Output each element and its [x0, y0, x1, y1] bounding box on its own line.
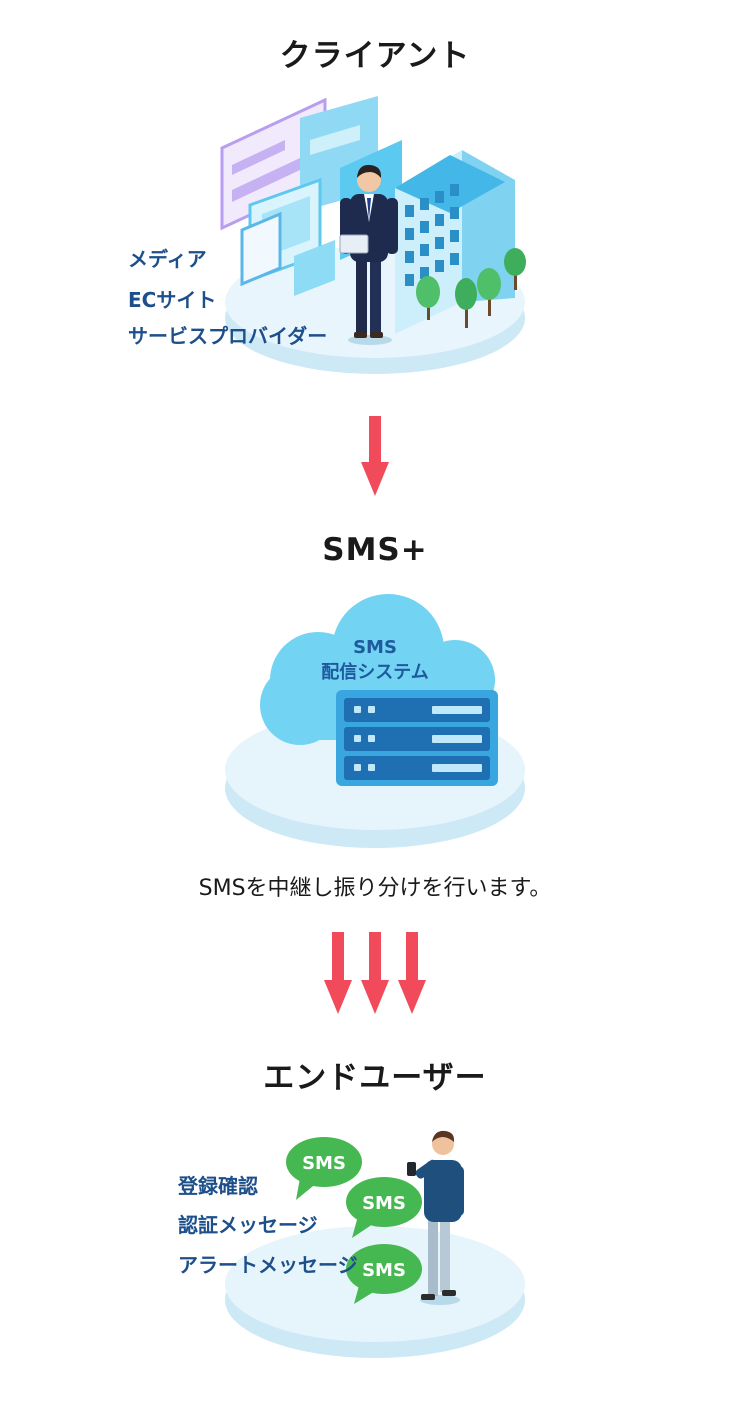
sms-bubble-text-3: SMS: [362, 1260, 406, 1281]
client-title: クライアント: [279, 38, 471, 74]
businessman-icon: [339, 164, 398, 345]
server-rack-icon: [336, 690, 498, 786]
sms-bubble-text-1: SMS: [302, 1153, 346, 1174]
client-label-service-provider: サービスプロバイダー: [128, 324, 328, 348]
sms-bubble-icon-1: SMS: [286, 1137, 362, 1200]
down-arrow-icon: [361, 416, 389, 496]
system-label-delivery: 配信システム: [321, 662, 429, 683]
system-label-sms: SMS: [353, 637, 397, 658]
sms-bubble-icon-2: SMS: [346, 1177, 422, 1238]
platform-title: SMS+: [322, 532, 428, 568]
end-user-label-authentication: 認証メッセージ: [178, 1213, 318, 1237]
tree-icons: [416, 248, 526, 328]
end-user-illustration: SMS SMS SMS: [225, 1130, 525, 1358]
smartphone-user-icon: [407, 1130, 464, 1305]
end-user-title: エンドユーザー: [263, 1060, 487, 1096]
client-label-media: メディア: [128, 247, 207, 271]
sms-bubble-icon-3: SMS: [346, 1244, 422, 1304]
client-label-ec-site: ECサイト: [128, 288, 217, 312]
platform-illustration: [225, 594, 525, 848]
office-building-icon: [395, 150, 515, 334]
triple-down-arrow-icon: [324, 932, 426, 1014]
end-user-label-registration: 登録確認: [178, 1174, 258, 1198]
end-user-label-alert: アラートメッセージ: [178, 1253, 358, 1277]
client-illustration: [220, 96, 526, 374]
sms-bubble-text-2: SMS: [362, 1193, 406, 1214]
platform-caption: SMSを中継し振り分けを行います。: [198, 876, 552, 901]
